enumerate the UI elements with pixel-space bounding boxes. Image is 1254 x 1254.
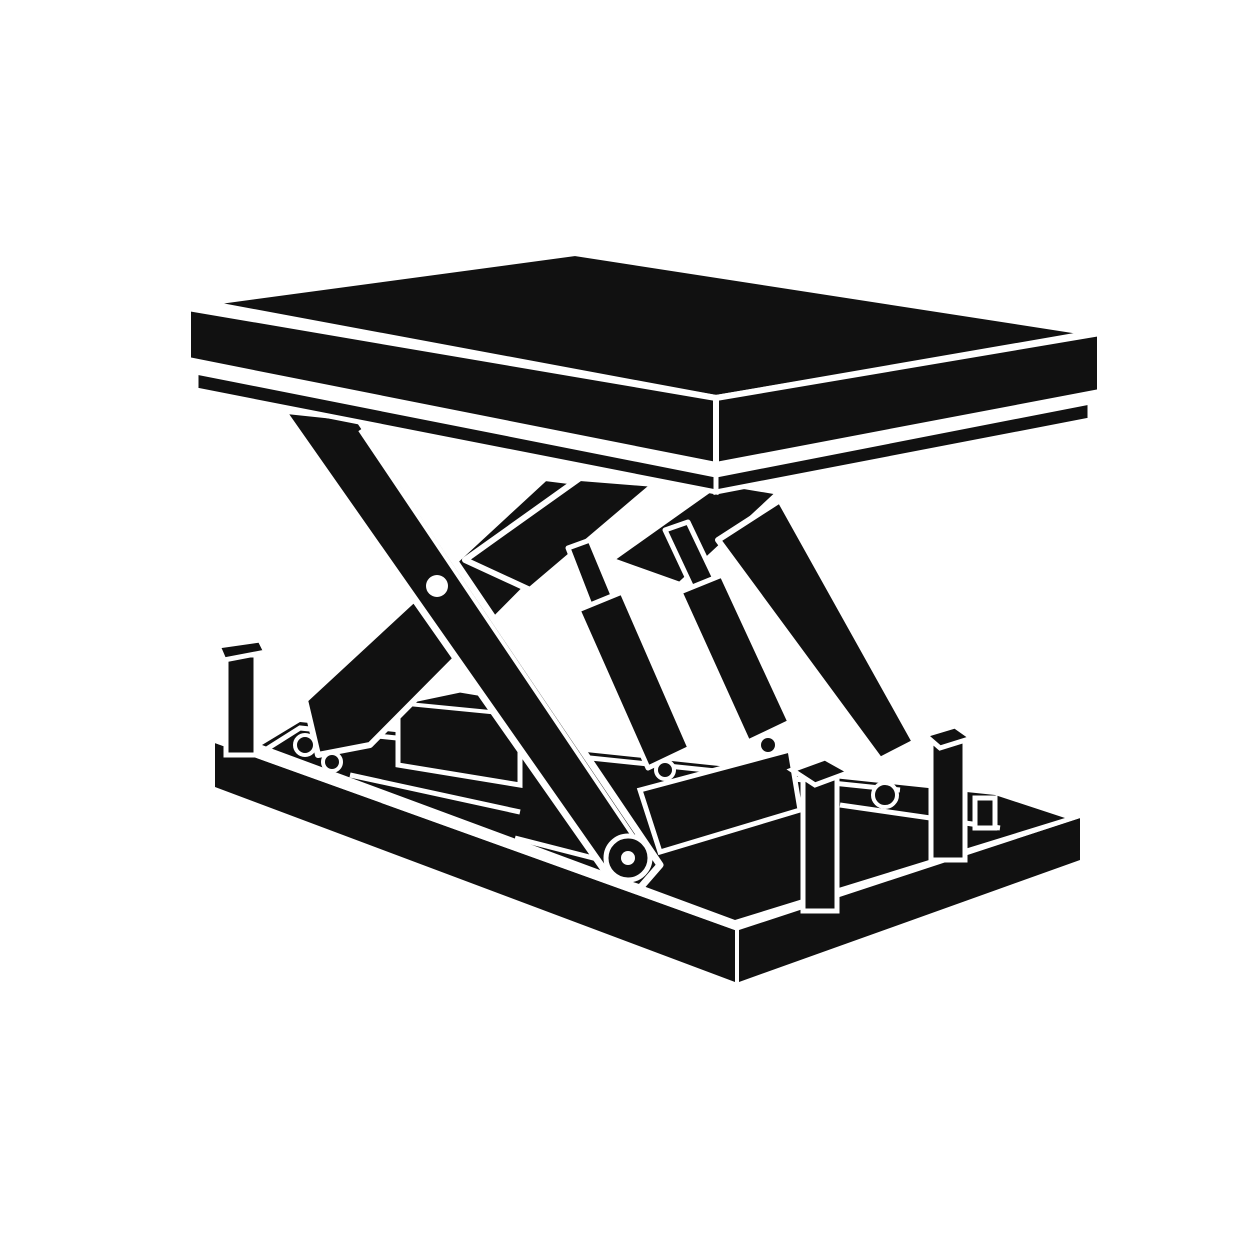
hydraulic-cylinders	[565, 519, 793, 771]
base-right-rail	[739, 818, 1080, 982]
post-left	[214, 637, 270, 758]
corner-posts	[214, 637, 998, 914]
platform-right-side	[713, 330, 1103, 468]
lift-platform	[185, 250, 1103, 496]
cylinder-2-body	[677, 572, 793, 745]
scissor-center-pin	[426, 575, 448, 597]
post-front	[786, 755, 856, 914]
cylinder-cradle	[636, 746, 803, 856]
cylinder-1-body	[575, 589, 693, 771]
rear-arm-mid	[462, 475, 658, 593]
post-right-bracket	[972, 795, 998, 831]
left-rear-roller	[321, 751, 343, 773]
post-right	[919, 723, 978, 863]
cylinder-mounts	[293, 733, 899, 809]
cylinder-2-mount	[757, 734, 779, 756]
right-rear-pivot	[871, 781, 899, 809]
platform-underframe-right	[713, 398, 1093, 496]
cylinder-1-mount	[654, 759, 676, 781]
left-rear-pivot	[293, 733, 317, 757]
base-front-rail	[215, 743, 735, 982]
rear-arm-right-down	[715, 497, 918, 763]
